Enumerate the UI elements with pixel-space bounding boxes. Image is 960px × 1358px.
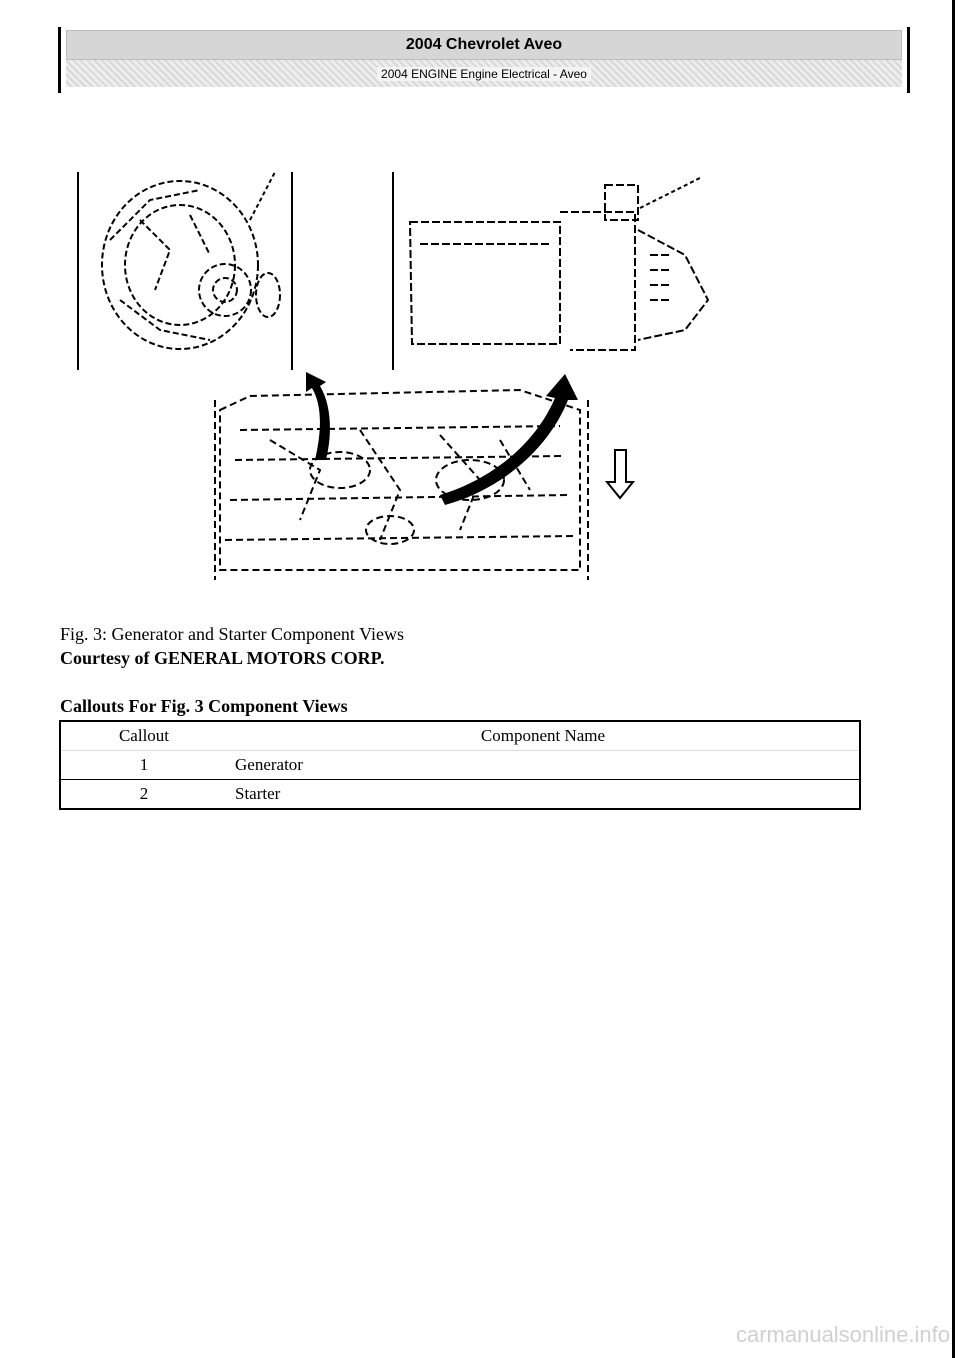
table-row: 2 Starter [60,779,860,809]
generator-drawing [101,180,281,350]
component-name: Starter [227,779,860,809]
component-name: Generator [227,750,860,780]
document-subtitle: 2004 ENGINE Engine Electrical - Aveo [377,66,591,81]
table-header-row: Callout Component Name [60,721,860,751]
front-direction-arrow [604,449,636,500]
page-edge-rule [952,0,955,1358]
column-header-callout: Callout [60,721,227,751]
figure-caption: Fig. 3: Generator and Starter Component … [60,624,405,644]
callouts-table: Callout Component Name 1 Generator 2 Sta… [59,720,861,810]
generator-starter-illustration [77,171,710,580]
starter-drawing [408,184,710,351]
page-header: 2004 Chevrolet Aveo 2004 ENGINE Engine E… [58,27,910,93]
column-header-component-name: Component Name [227,721,860,751]
figure-caption-block: Fig. 3: Generator and Starter Component … [60,622,404,670]
callout-number: 1 [60,750,227,780]
callouts-title: Callouts For Fig. 3 Component Views [60,696,348,716]
arrow-to-starter [440,374,578,505]
document-subtitle-bar: 2004 ENGINE Engine Electrical - Aveo [66,60,902,87]
generator-leader-line [249,171,276,221]
site-watermark: carmanualsonline.info [735,1322,950,1347]
starter-leader-line [639,177,701,209]
engine-compartment-drawing [214,388,589,580]
callout-number: 2 [60,779,227,809]
table-row: 1 Generator [60,750,860,780]
figure-credit: Courtesy of GENERAL MOTORS CORP. [60,648,385,668]
arrow-to-generator [306,372,330,460]
document-title: 2004 Chevrolet Aveo [66,30,902,60]
